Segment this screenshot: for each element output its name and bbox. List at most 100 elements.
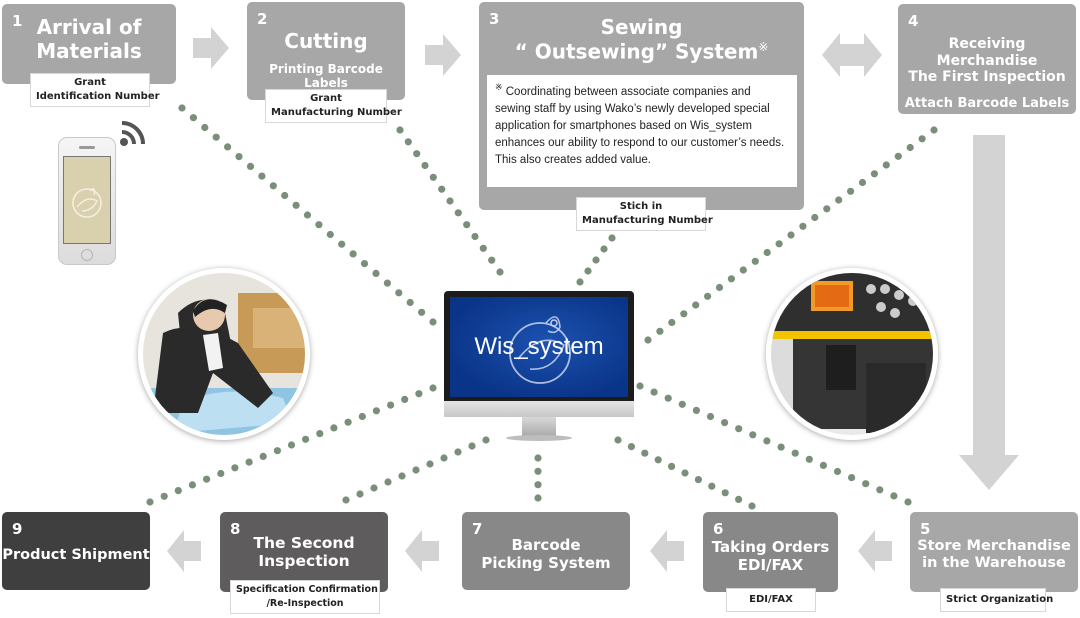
connector-dot xyxy=(404,138,412,146)
monitor-base xyxy=(506,435,572,441)
connector-dot xyxy=(401,395,409,403)
phone-screen xyxy=(63,156,111,244)
connector-dot xyxy=(412,466,420,474)
connector-dot xyxy=(479,244,487,252)
arrow-right-icon xyxy=(193,27,229,69)
connector-dot xyxy=(656,327,664,335)
connector-dot xyxy=(576,278,584,286)
connector-dot xyxy=(862,480,870,488)
step-title-line1: Store Merchandise xyxy=(917,538,1071,554)
connector-dot xyxy=(584,267,592,275)
connector-dot xyxy=(721,419,729,427)
tag-line1: Grant xyxy=(310,93,342,104)
connector-dot xyxy=(627,443,636,451)
tag-line1: EDI/FAX xyxy=(749,594,793,605)
connector-dot xyxy=(534,494,542,502)
step-number: 1 xyxy=(12,12,23,30)
wis-logo-icon xyxy=(509,316,571,384)
dots-step4 xyxy=(644,126,938,344)
connector-dot xyxy=(715,283,724,292)
connector-dot xyxy=(292,201,300,209)
step-title-line2: “ Outsewing” System xyxy=(514,39,759,64)
connector-dot xyxy=(890,492,898,500)
connector-dot xyxy=(330,424,338,432)
connector-dot xyxy=(258,172,266,180)
inspection-photo xyxy=(138,268,310,440)
connector-dot xyxy=(678,400,686,408)
connector-dot xyxy=(777,443,785,451)
step-5-box: 5 Store Merchandise in the Warehouse xyxy=(910,512,1078,592)
connector-dot xyxy=(160,492,168,500)
connector-dot xyxy=(644,336,652,344)
connector-dot xyxy=(217,469,225,478)
step-number: 4 xyxy=(908,12,919,30)
connector-dot xyxy=(739,266,747,274)
connector-dot xyxy=(482,436,490,444)
step-title-line2: in the Warehouse xyxy=(922,555,1066,572)
connector-dot xyxy=(188,481,196,489)
connector-dot xyxy=(906,143,914,152)
step-title-line2: Picking System xyxy=(481,553,611,572)
step-number: 9 xyxy=(12,520,23,538)
connector-dot xyxy=(342,496,350,504)
connector-dot xyxy=(269,182,277,190)
connector-dot xyxy=(534,481,542,489)
connector-dot xyxy=(344,418,352,426)
connector-dot xyxy=(468,442,476,450)
connector-dot xyxy=(426,460,434,468)
sewing-note: ※ Coordinating between associate compani… xyxy=(487,75,797,187)
step-5-tag: Strict Organization xyxy=(940,588,1053,612)
connector-dot xyxy=(904,498,912,506)
connector-dot xyxy=(224,143,232,151)
step-9-box: 9 Product Shipment xyxy=(2,512,150,590)
connector-dot xyxy=(429,173,437,181)
connector-dot xyxy=(383,279,391,287)
step-title-line1: Cutting xyxy=(284,29,368,53)
connector-dot xyxy=(735,495,743,503)
connector-dot xyxy=(488,256,496,264)
connector-dot xyxy=(446,197,454,205)
connector-dot xyxy=(894,152,902,160)
step-number: 5 xyxy=(920,520,931,538)
step-8-tag: Specification Confirmation /Re-Inspectio… xyxy=(230,580,380,614)
step-6-box: 6 Taking Orders EDI/FAX xyxy=(703,512,838,592)
step-subtitle: Printing Barcode Labels xyxy=(269,61,383,90)
connector-dot xyxy=(823,205,831,213)
connector-dot xyxy=(918,135,926,143)
connector-dot xyxy=(636,382,644,390)
connector-dot xyxy=(694,476,703,484)
step-title-line2: The First Inspection xyxy=(908,69,1066,86)
connector-dot xyxy=(592,256,600,264)
step-number: 2 xyxy=(257,10,268,28)
connector-dot xyxy=(763,248,771,257)
step-title-line1: Arrival of xyxy=(36,15,142,39)
tag-line2: Manufacturing Number xyxy=(271,107,402,118)
connector-dot xyxy=(748,502,756,510)
step-7-box: 7 Barcode Picking System xyxy=(462,512,630,590)
dots-step3 xyxy=(576,234,616,286)
note-mark: ※ xyxy=(758,39,769,54)
dots-step9 xyxy=(146,384,437,506)
connector-dot xyxy=(463,221,471,229)
note-text: Coordinating between associate companies… xyxy=(495,85,785,166)
logo-icon xyxy=(72,188,102,218)
connector-dot xyxy=(246,162,255,170)
tag-line2: Identification Number xyxy=(36,91,160,102)
connector-dot xyxy=(231,464,239,472)
arrow-left-icon xyxy=(650,530,684,572)
connector-dot xyxy=(763,437,771,445)
connector-dot xyxy=(429,318,437,326)
step-number: 3 xyxy=(489,10,500,28)
connector-dot xyxy=(418,308,426,316)
step-title-line1: Sewing xyxy=(600,15,683,39)
connector-dot xyxy=(471,232,479,241)
connector-dot xyxy=(178,104,186,112)
connector-dot xyxy=(614,436,622,444)
step-4-box: 4 Receiving Merchandise The First Inspec… xyxy=(898,4,1076,114)
connector-dot xyxy=(735,425,743,433)
arrow-down-icon xyxy=(959,135,1019,490)
dots-step7 xyxy=(534,454,542,502)
monitor-frame: Wis_system xyxy=(444,291,634,417)
step-1-box: 1 Arrival of Materials xyxy=(2,4,176,84)
connector-dot xyxy=(454,209,462,217)
